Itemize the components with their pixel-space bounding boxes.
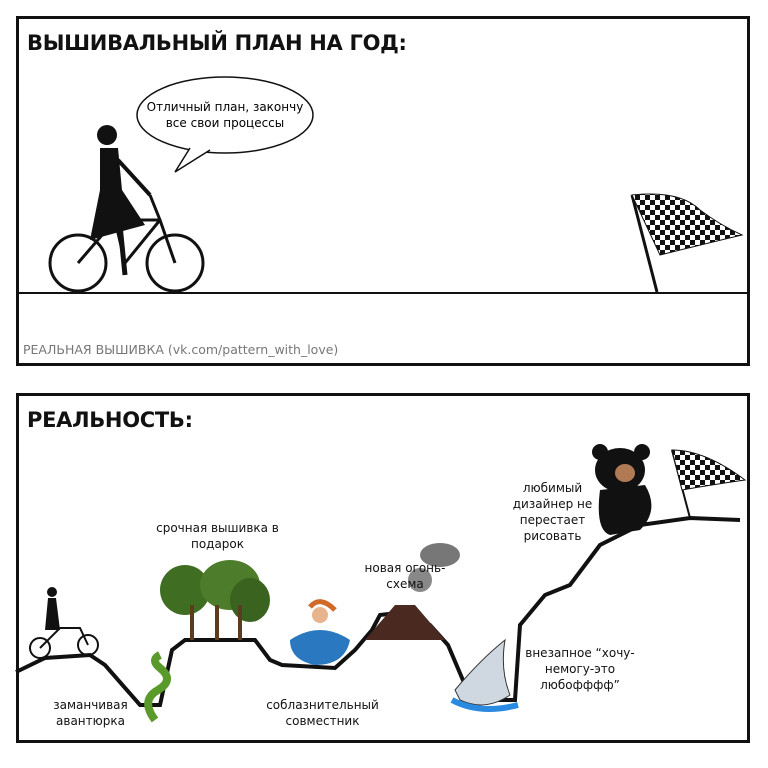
checkered-flag-small-icon [671, 449, 747, 519]
label-adventure: заманчивая авантюрка [53, 698, 128, 728]
cyclist-silhouette [48, 125, 205, 293]
label-partner: соблазнительный совместник [266, 698, 379, 728]
mermaid-icon [290, 599, 350, 665]
snake-icon [144, 651, 171, 723]
speech-bubble [136, 76, 314, 154]
label-gift: срочная вышивка в подарок [156, 521, 279, 551]
checkered-flag-icon [630, 193, 744, 293]
volcano-icon [365, 543, 460, 640]
reality-title: РЕАЛЬНОСТЬ: [27, 408, 193, 432]
small-cyclist-icon [29, 587, 99, 659]
plan-title: ВЫШИВАЛЬНЫЙ ПЛАН НА ГОД: [27, 31, 407, 55]
bear-icon [592, 444, 652, 535]
shark-icon [450, 638, 519, 712]
plan-panel: ВЫШИВАЛЬНЫЙ ПЛАН НА ГОД: РЕАЛЬНАЯ ВЫШИВК… [16, 16, 750, 366]
trees-icon [160, 560, 270, 640]
credit-text: РЕАЛЬНАЯ ВЫШИВКА (vk.com/pattern_with_lo… [23, 342, 339, 357]
label-designer: любимый дизайнер не перестает рисовать [512, 481, 593, 543]
label-sudden: внезапное “хочу-немогу-это любофффф” [525, 646, 635, 692]
label-fire: новая огонь-схема [364, 561, 446, 591]
reality-panel: РЕАЛЬНОСТЬ: [16, 393, 750, 743]
speech-text: Отличный план, закончу все свои процессы [146, 100, 304, 130]
